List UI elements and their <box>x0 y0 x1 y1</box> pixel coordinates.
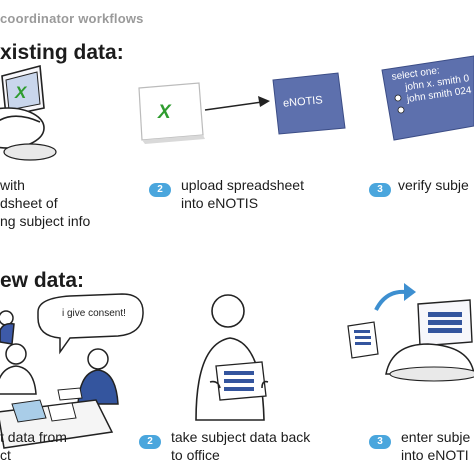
new-data-title: ew data: <box>0 269 85 292</box>
caption-line: verify subje <box>398 177 469 193</box>
carry-form-illustration <box>195 294 269 421</box>
svg-text:X: X <box>14 83 28 102</box>
consent-form <box>11 399 47 423</box>
svg-text:X: X <box>157 102 172 123</box>
existing-step2-caption: upload spreadsheet into eNOTIS <box>181 176 304 212</box>
caption-line: ng subject info <box>0 213 91 229</box>
new-step2-caption: take subject data back to office <box>171 428 310 464</box>
upload-illustration: X <box>138 72 346 144</box>
verify-illustration <box>381 55 474 141</box>
caption-line: to office <box>171 447 220 463</box>
selection-screen <box>381 55 474 141</box>
caption-line: with <box>0 177 25 193</box>
new-step1-caption: t data from ct <box>0 428 67 464</box>
caption-line: take subject data back <box>171 429 311 445</box>
curved-arrow-icon <box>404 283 416 301</box>
step-badge-3: 3 <box>369 435 391 449</box>
step-badge-3: 3 <box>369 183 391 197</box>
consent-meeting-illustration <box>0 293 144 449</box>
radio-button-icon <box>394 94 402 102</box>
step-badge-2: 2 <box>139 435 161 449</box>
page-header: coordinator workflows <box>0 11 144 26</box>
caption-line: t data from <box>0 429 67 445</box>
caption-line: dsheet of <box>0 195 58 211</box>
person-at-computer-illustration: X <box>0 64 57 161</box>
step-badge-2: 2 <box>149 183 171 197</box>
radio-button-icon <box>397 106 405 114</box>
speech-bubble-text: i give consent! <box>62 308 126 319</box>
existing-step1-caption: with dsheet of ng subject info <box>0 176 90 230</box>
spreadsheet-page-icon <box>138 82 204 141</box>
speech-bubble <box>37 293 144 355</box>
paper-form-icon <box>347 321 379 359</box>
caption-line: into eNOTI <box>401 447 469 463</box>
enotis-screen <box>272 72 346 135</box>
caption-line: ct <box>0 447 11 463</box>
existing-data-title: xisting data: <box>0 41 124 64</box>
existing-step3-caption: verify subje <box>398 176 469 194</box>
caption-line: upload spreadsheet <box>181 177 304 193</box>
caption-line: enter subje <box>401 429 471 445</box>
enter-data-illustration <box>347 283 474 382</box>
caption-line: into eNOTIS <box>181 195 259 211</box>
new-step3-caption: enter subje into eNOTI <box>401 428 470 464</box>
arrow-right-icon <box>258 96 270 107</box>
